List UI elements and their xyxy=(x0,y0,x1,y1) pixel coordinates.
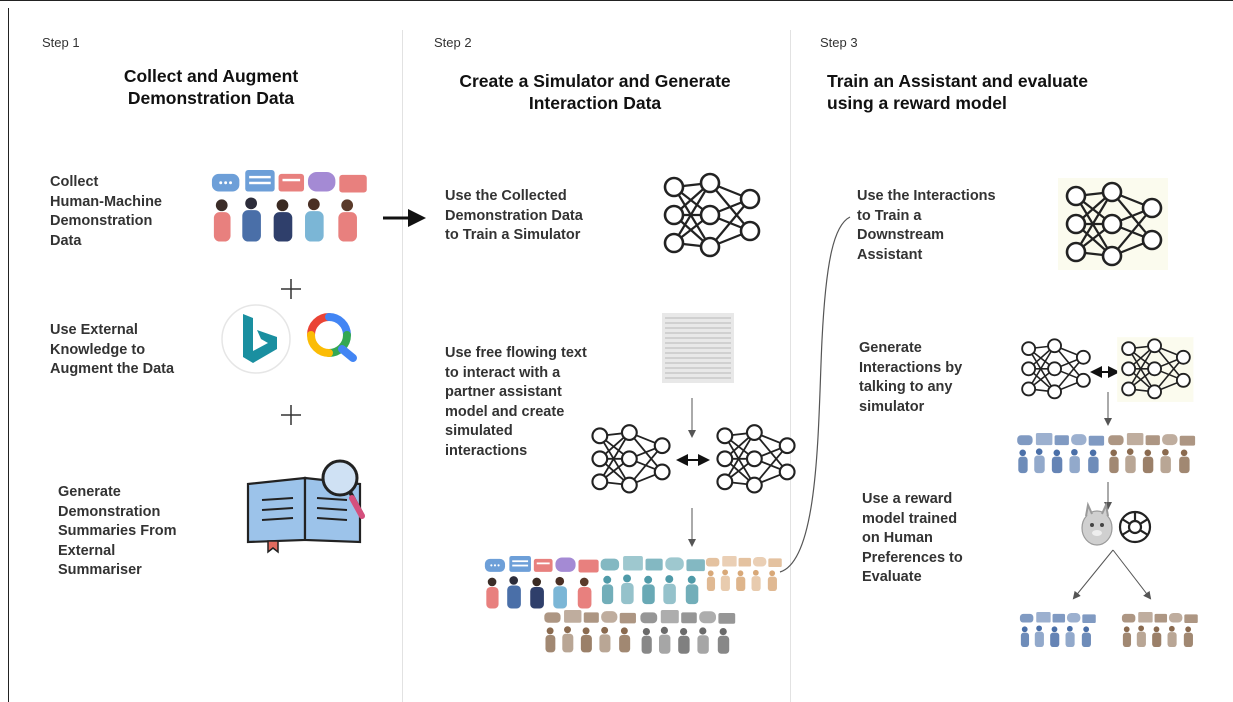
step3-neural-network-right xyxy=(1117,337,1194,402)
step-3-label: Step 3 xyxy=(820,35,858,50)
book-magnifier-icon xyxy=(246,459,365,554)
step3-interactions-strip xyxy=(1017,433,1196,474)
evaluated-interactions-right xyxy=(1121,612,1198,648)
frame-left-border xyxy=(8,8,9,702)
step-2-label: Step 2 xyxy=(434,35,472,50)
people-chat-illustration xyxy=(211,170,367,242)
simulated-interactions-collage xyxy=(484,556,782,654)
simulator-neural-network-icon xyxy=(663,172,761,258)
frame-top-border xyxy=(0,0,1233,1)
text-document-icon xyxy=(662,313,734,383)
assistant-neural-network-icon xyxy=(1058,178,1168,270)
llama-icon xyxy=(1081,501,1113,546)
openai-icon xyxy=(1118,510,1152,544)
bing-logo-icon xyxy=(221,304,291,374)
evaluated-interactions-left xyxy=(1019,612,1096,648)
partner-neural-network-right xyxy=(716,424,796,494)
google-lens-icon xyxy=(307,313,357,362)
partner-neural-network-left xyxy=(591,424,671,494)
arrow-eval-left xyxy=(1072,549,1114,600)
step-1-label: Step 1 xyxy=(42,35,80,50)
plus-icon xyxy=(281,279,301,425)
column-divider-1 xyxy=(402,30,403,702)
arrow-eval-right xyxy=(1112,549,1152,600)
column-divider-2 xyxy=(790,30,791,702)
connector-step2-to-step3 xyxy=(779,216,851,573)
step3-neural-network-left xyxy=(1021,338,1091,400)
